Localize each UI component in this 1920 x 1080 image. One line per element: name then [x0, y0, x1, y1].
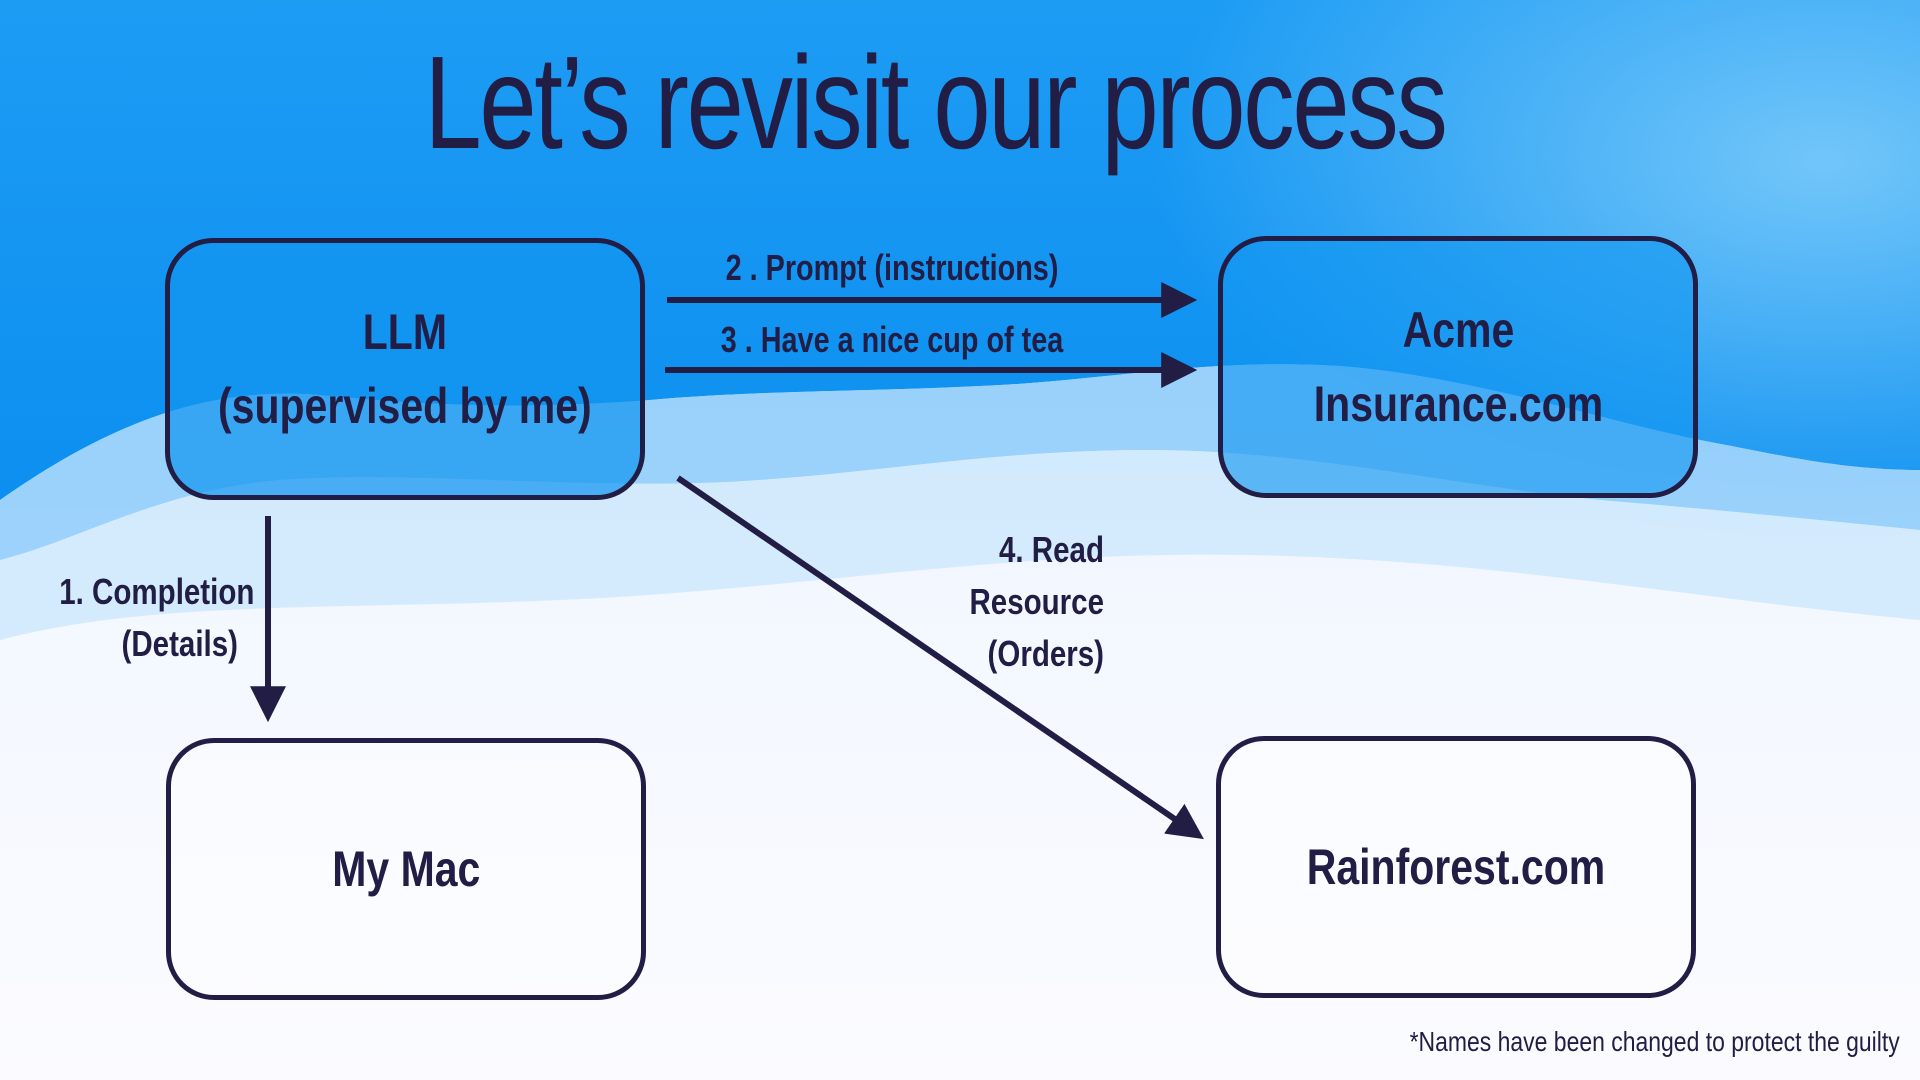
- node-acme-line1: Acme: [1402, 302, 1514, 358]
- node-llm-line1: LLM: [362, 304, 448, 360]
- footnote: *Names have been changed to protect the …: [1409, 1026, 1900, 1057]
- edge-prompt-label: 2 . Prompt (instructions): [725, 247, 1059, 288]
- slide-title: Let’s revisit our process: [424, 29, 1447, 176]
- node-acme-line2: Insurance.com: [1313, 376, 1603, 432]
- edge-read-label: 4. Read Resource (Orders): [920, 524, 1104, 680]
- node-rainforest-line1: Rainforest.com: [1306, 839, 1606, 895]
- node-rainforest: Rainforest.com: [1216, 736, 1696, 998]
- edge-read-line1: 4. Read: [998, 529, 1104, 570]
- node-llm: LLM (supervised by me): [165, 238, 645, 500]
- node-acme-insurance: Acme Insurance.com: [1218, 236, 1698, 498]
- node-rainforest-label: Rainforest.com: [1307, 830, 1605, 904]
- edge-tea-label: 3 . Have a nice cup of tea: [720, 319, 1064, 360]
- node-mac-line1: My Mac: [331, 841, 481, 897]
- edge-read-line2: Resource: [969, 581, 1104, 622]
- edge-completion-line1: 1. Completion: [59, 571, 255, 612]
- edge-completion-label: 1. Completion (Details): [59, 566, 255, 670]
- node-my-mac: My Mac: [166, 738, 646, 1000]
- node-mac-label: My Mac: [332, 832, 480, 906]
- edge-read-line3: (Orders): [987, 633, 1104, 674]
- node-llm-line2: (supervised by me): [218, 378, 592, 434]
- edge-completion-line2: (Details): [121, 623, 238, 664]
- node-llm-label: LLM (supervised by me): [218, 295, 592, 443]
- edge-read-arrow: [676, 475, 1204, 840]
- node-acme-label: Acme Insurance.com: [1313, 293, 1602, 441]
